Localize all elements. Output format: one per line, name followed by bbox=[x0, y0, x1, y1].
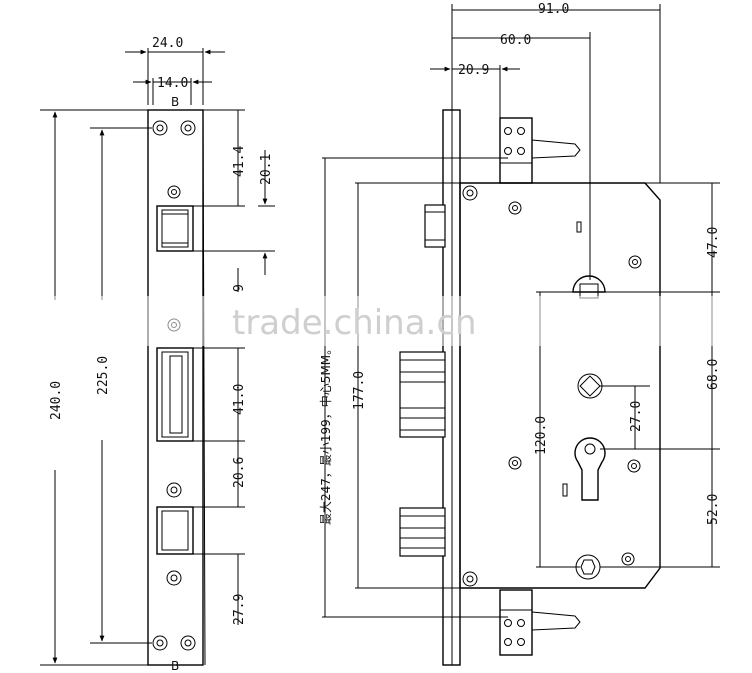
dim-9: 9 bbox=[232, 268, 247, 292]
svg-text:240.0: 240.0 bbox=[49, 381, 64, 420]
svg-text:最大247，最小199，中心5MM。: 最大247，最小199，中心5MM。 bbox=[318, 343, 333, 525]
dim-41-0: 41.0 bbox=[193, 347, 247, 442]
dim-27-9: 27.9 bbox=[193, 553, 247, 625]
top-rod-connector bbox=[499, 117, 581, 184]
slot-top bbox=[576, 221, 582, 233]
dim-60: 60.0 bbox=[452, 32, 591, 280]
svg-text:225.0: 225.0 bbox=[96, 356, 111, 395]
svg-text:52.0: 52.0 bbox=[706, 494, 721, 525]
dim-right-stack: 47.0 68.0 52.0 bbox=[598, 182, 721, 568]
dim-height-225: 225.0 bbox=[90, 127, 152, 644]
svg-text:47.0: 47.0 bbox=[706, 227, 721, 258]
svg-text:68.0: 68.0 bbox=[706, 359, 721, 390]
top-spindle bbox=[572, 275, 606, 299]
screw-holes bbox=[152, 120, 196, 651]
svg-text:20.1: 20.1 bbox=[259, 154, 274, 185]
dim-177: 177.0 bbox=[352, 182, 460, 589]
svg-text:27.9: 27.9 bbox=[232, 594, 247, 625]
slot-bottom bbox=[562, 483, 568, 497]
lower-bolt-window bbox=[156, 506, 194, 555]
svg-text:14.0: 14.0 bbox=[157, 76, 188, 91]
dim-20-6: 20.6 bbox=[193, 441, 247, 508]
bolt-window bbox=[156, 347, 194, 442]
dim-91: 91.0 bbox=[451, 2, 661, 183]
mark-top: B bbox=[171, 95, 179, 109]
latch bbox=[424, 204, 446, 248]
dim-width-24: 24.0 bbox=[125, 36, 225, 105]
cylinder-keyhole bbox=[574, 437, 606, 501]
svg-text:91.0: 91.0 bbox=[538, 2, 569, 17]
dim-27: 27.0 bbox=[600, 385, 650, 450]
dim-height-240: 240.0 bbox=[40, 109, 148, 666]
mark-bottom: B bbox=[171, 659, 179, 673]
svg-text:20.9: 20.9 bbox=[458, 63, 489, 78]
svg-text:177.0: 177.0 bbox=[352, 371, 367, 410]
svg-text:27.0: 27.0 bbox=[629, 401, 644, 432]
latch-window bbox=[156, 205, 194, 252]
watermark: trade.china.cn bbox=[232, 303, 477, 343]
svg-text:9: 9 bbox=[232, 284, 247, 292]
svg-text:41.0: 41.0 bbox=[232, 384, 247, 415]
svg-text:120.0: 120.0 bbox=[534, 416, 549, 455]
svg-text:24.0: 24.0 bbox=[152, 36, 183, 51]
svg-text:20.6: 20.6 bbox=[232, 457, 247, 488]
case-holes bbox=[462, 185, 642, 587]
dim-20-9: 20.9 bbox=[430, 63, 520, 118]
square-follower bbox=[577, 373, 603, 399]
svg-text:60.0: 60.0 bbox=[500, 33, 531, 48]
faceplate-outline bbox=[147, 109, 204, 666]
dim-41-4: 41.4 bbox=[193, 109, 247, 207]
dim-width-14: 14.0 bbox=[133, 76, 212, 105]
dim-20-1: 20.1 bbox=[193, 150, 275, 275]
svg-text:41.4: 41.4 bbox=[232, 146, 247, 177]
faceplate-view: B B 24.0 14.0 240.0 bbox=[40, 36, 275, 673]
dim-note: 最大247，最小199，中心5MM。 bbox=[318, 157, 508, 618]
bottom-rod-connector bbox=[499, 589, 581, 656]
main-bolts bbox=[399, 351, 446, 438]
lower-bolts bbox=[399, 507, 446, 557]
watermark-band bbox=[0, 296, 752, 346]
